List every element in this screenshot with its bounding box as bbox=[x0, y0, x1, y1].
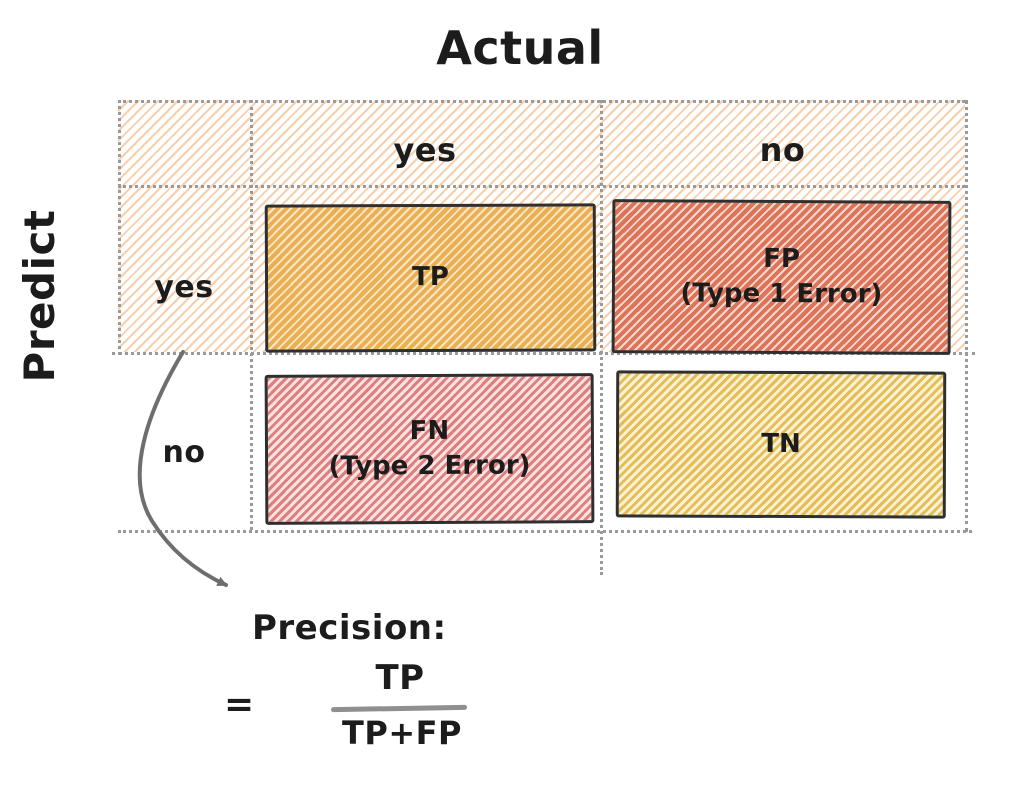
dotted-grid-line-left bbox=[118, 100, 121, 355]
predict-axis-label: Predict bbox=[15, 209, 64, 383]
cell-false-positive: FP (Type 1 Error) bbox=[611, 199, 952, 355]
fraction-denominator: TP+FP bbox=[342, 714, 462, 752]
row-header-yes: yes bbox=[154, 270, 214, 305]
dotted-grid-line-after-row-labels bbox=[250, 100, 253, 530]
dotted-grid-line-under-headers bbox=[118, 185, 965, 188]
dotted-grid-line-right bbox=[965, 100, 968, 532]
cell-true-positive: TP bbox=[264, 203, 597, 353]
cell-fp-label: FP bbox=[763, 243, 801, 275]
cell-fn-label: FN bbox=[409, 415, 450, 447]
cell-true-negative: TN bbox=[615, 370, 947, 519]
column-header-yes: yes bbox=[393, 131, 457, 169]
cell-false-negative: FN (Type 2 Error) bbox=[264, 373, 595, 525]
cell-fp-sublabel: (Type 1 Error) bbox=[680, 278, 883, 310]
row-header-no: no bbox=[162, 435, 206, 470]
column-header-no: no bbox=[759, 131, 806, 169]
fraction-bar bbox=[330, 704, 468, 713]
dotted-grid-line-center bbox=[600, 100, 603, 575]
dotted-grid-line-mid bbox=[112, 352, 975, 355]
dotted-grid-line-bottom bbox=[118, 530, 972, 533]
fraction-numerator: TP bbox=[375, 658, 425, 698]
precision-heading: Precision: bbox=[252, 608, 447, 648]
equals-sign: = bbox=[224, 684, 255, 725]
cell-fn-sublabel: (Type 2 Error) bbox=[328, 450, 531, 482]
cell-tn-label: TN bbox=[761, 428, 801, 460]
dotted-grid-line-top bbox=[118, 100, 965, 103]
actual-axis-label: Actual bbox=[436, 21, 604, 75]
cell-tp-label: TP bbox=[412, 262, 449, 293]
